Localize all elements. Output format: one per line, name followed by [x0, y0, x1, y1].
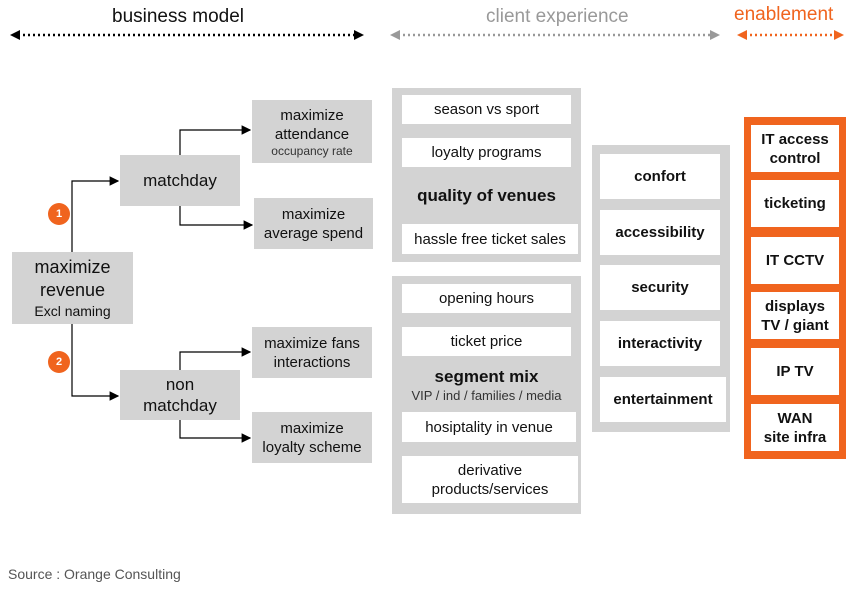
root-subtitle: Excl naming: [34, 303, 111, 319]
average-spend-line2: average spend: [263, 224, 364, 242]
ticket-price-label: ticket price: [450, 333, 523, 350]
it-access-control-item: IT access control: [751, 125, 839, 172]
step-2-number: 2: [55, 356, 63, 368]
header-client-experience: client experience: [486, 6, 629, 27]
root-line1: maximize: [34, 257, 111, 277]
matchday-node: matchday: [120, 155, 240, 206]
accessibility-item: accessibility: [600, 210, 720, 255]
interactivity-item: interactivity: [600, 321, 720, 366]
opening-hours-label: opening hours: [438, 290, 535, 307]
ticketing-label: ticketing: [764, 195, 826, 212]
quality-of-venues-group: season vs sport loyalty programs quality…: [392, 88, 581, 262]
attendance-line2: attendance: [274, 125, 350, 143]
maximize-attendance-node: maximize attendance occupancy rate: [252, 100, 372, 163]
step-1-number: 1: [55, 208, 63, 220]
client-experience-dotted-arrow: [390, 30, 720, 40]
it-cctv-item: IT CCTV: [751, 237, 839, 284]
accessibility-label: accessibility: [615, 224, 705, 241]
displays-line2: TV / giant: [761, 316, 829, 334]
loyalty-programs-item: loyalty programs: [402, 138, 571, 167]
header-business-model: business model: [112, 6, 245, 27]
derivative-line1: derivative: [457, 461, 523, 479]
wan-line1: WAN: [777, 409, 813, 427]
enablement-group: IT access control ticketing IT CCTV disp…: [744, 117, 846, 459]
ip-tv-item: IP TV: [751, 348, 839, 395]
segment-mix-title: segment mix: [434, 367, 539, 386]
confort-item: confort: [600, 154, 720, 199]
non-matchday-node: non matchday: [120, 370, 240, 420]
loyalty-line1: maximize: [280, 419, 344, 437]
maximize-revenue-node: maximize revenue Excl naming: [12, 252, 133, 324]
season-vs-sport-item: season vs sport: [402, 95, 571, 124]
average-spend-line1: maximize: [281, 205, 346, 223]
non-matchday-line2: matchday: [143, 396, 217, 415]
wan-line2: site infra: [763, 428, 827, 446]
attendance-subtitle: occupancy rate: [271, 143, 353, 158]
it-access-control-line2: control: [769, 149, 821, 167]
maximize-fans-node: maximize fans interactions: [252, 327, 372, 378]
loyalty-programs-label: loyalty programs: [431, 144, 542, 161]
enablement-dotted-arrow: [737, 30, 844, 40]
entertainment-label: entertainment: [613, 391, 713, 408]
root-line2: revenue: [39, 280, 106, 300]
maximize-loyalty-node: maximize loyalty scheme: [252, 412, 372, 463]
ip-tv-label: IP TV: [776, 363, 814, 380]
business-model-dotted-arrow: [10, 30, 364, 40]
derivative-line2: products/services: [431, 480, 549, 498]
quality-of-venues-title: quality of venues: [417, 186, 556, 205]
entertainment-item: entertainment: [600, 377, 726, 422]
step-1-marker: 1: [48, 203, 70, 225]
maximize-average-spend-node: maximize average spend: [254, 198, 373, 249]
hospitality-in-venue-label: hosiptality in venue: [425, 418, 553, 436]
header-enablement: enablement: [734, 4, 834, 25]
attendance-line1: maximize: [280, 106, 344, 124]
hospitality-in-venue-item: hosiptality in venue: [402, 412, 576, 442]
displays-item: displays TV / giant: [751, 292, 839, 339]
ticketing-item: ticketing: [751, 180, 839, 227]
step-2-marker: 2: [48, 351, 70, 373]
displays-line1: displays: [764, 297, 826, 315]
derivative-products-item: derivative products/services: [402, 456, 578, 503]
fans-line2: interactions: [273, 353, 351, 371]
season-vs-sport-label: season vs sport: [433, 101, 540, 118]
it-access-control-line1: IT access: [761, 130, 829, 148]
fans-line1: maximize fans: [264, 334, 360, 352]
non-matchday-line1: non: [165, 375, 195, 394]
interactivity-label: interactivity: [617, 335, 703, 352]
hassle-free-ticket-sales-item: hassle free ticket sales: [402, 224, 578, 254]
ticket-price-item: ticket price: [402, 327, 571, 356]
security-item: security: [600, 265, 720, 310]
opening-hours-item: opening hours: [402, 284, 571, 313]
loyalty-line2: loyalty scheme: [262, 438, 362, 456]
source-note: Source : Orange Consulting: [8, 566, 181, 582]
experience-attributes-group: confort accessibility security interacti…: [592, 145, 730, 432]
segment-mix-subtitle: VIP / ind / families / media: [411, 388, 562, 403]
confort-label: confort: [634, 168, 686, 185]
segment-mix-group: opening hours ticket price segment mix V…: [392, 276, 581, 514]
it-cctv-label: IT CCTV: [765, 252, 825, 269]
hassle-free-ticket-sales-label: hassle free ticket sales: [414, 230, 566, 248]
wan-site-infra-item: WAN site infra: [751, 404, 839, 451]
security-label: security: [631, 279, 689, 296]
matchday-label: matchday: [143, 170, 217, 190]
